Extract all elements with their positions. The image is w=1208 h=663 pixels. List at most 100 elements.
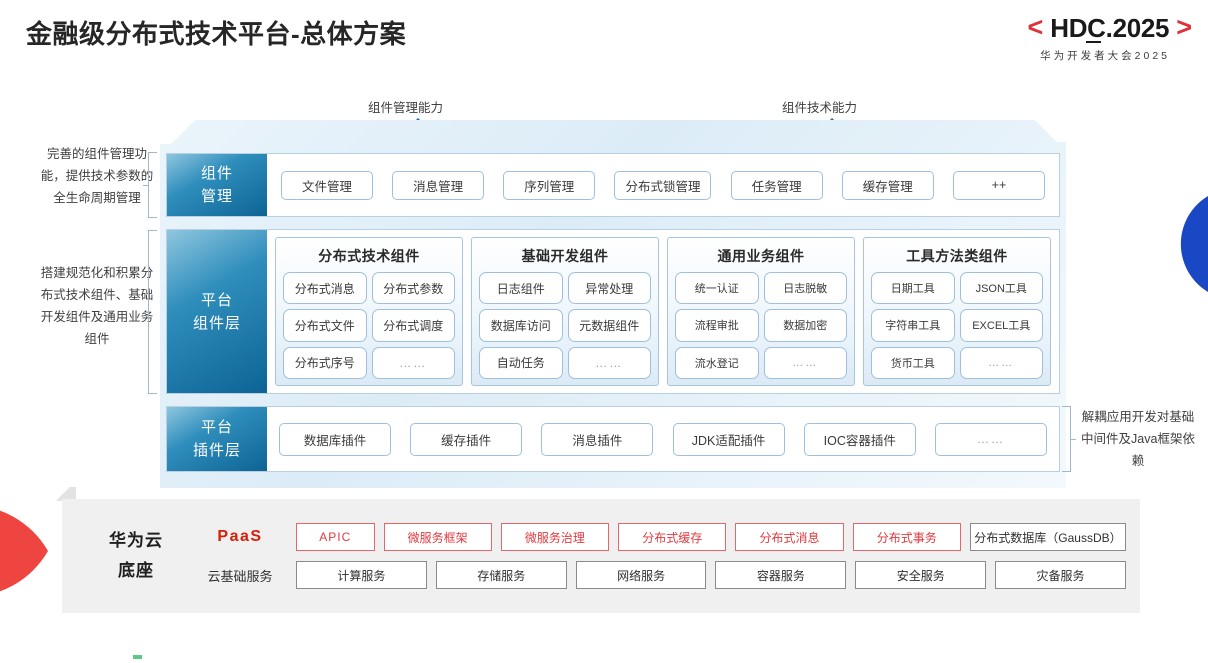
hdc-logo: < HDC.2025 > 华为开发者大会2025	[892, 14, 1192, 63]
layer-label-platform-plugin: 平台 插件层	[167, 407, 267, 471]
group-basic-dev-components: 基础开发组件 日志组件 异常处理 数据库访问 元数据组件 自动任务 ……	[471, 237, 659, 386]
bchip-network-service[interactable]: 网络服务	[575, 561, 707, 589]
chip-message-plugin[interactable]: 消息插件	[541, 422, 654, 456]
page-title: 金融级分布式技术平台-总体方案	[26, 19, 407, 49]
group-grid: 统一认证 日志脱敏 流程审批 数据加密 流水登记 ……	[675, 272, 847, 379]
chip-more-dots[interactable]: ……	[934, 422, 1047, 456]
layer-component-management: 组件 管理 文件管理 消息管理 序列管理 分布式锁管理 任务管理 缓存管理 ++	[166, 153, 1060, 217]
blue-lens-decoration	[1180, 196, 1208, 292]
huawei-cloud-base: 华为云 底座 PaaS APIC 微服务框架 微服务治理 分布式缓存 分布式消息…	[62, 499, 1140, 613]
bchip-disaster-recovery-service[interactable]: 灾备服务	[995, 561, 1126, 589]
base-row-cloud-infra: 云基础服务 计算服务 存储服务 网络服务 容器服务 安全服务 灾备服务	[194, 561, 1126, 589]
chip-cache-plugin[interactable]: 缓存插件	[410, 422, 523, 456]
bchip-container-service[interactable]: 容器服务	[715, 561, 847, 589]
chip-log-masking[interactable]: 日志脱敏	[763, 272, 847, 305]
layer-body-platform-plugin: 数据库插件 缓存插件 消息插件 JDK适配插件 IOC容器插件 ……	[267, 407, 1059, 471]
side-note-left-top: 完善的组件管理功能，提供技术参数的全生命周期管理	[40, 147, 154, 205]
group-title: 通用业务组件	[717, 248, 805, 264]
base-row-label-paas: PaaS	[217, 528, 263, 545]
chip-file-management[interactable]: 文件管理	[281, 170, 373, 200]
chip-date-tool[interactable]: 日期工具	[871, 272, 955, 305]
chip-more-plus[interactable]: ++	[952, 170, 1045, 200]
chip-task-management[interactable]: 任务管理	[730, 170, 823, 200]
chip-more-dots[interactable]: ……	[959, 346, 1043, 379]
bchip-distributed-transaction[interactable]: 分布式事务	[852, 523, 961, 551]
bchip-compute-service[interactable]: 计算服务	[296, 561, 427, 589]
bchip-distributed-message[interactable]: 分布式消息	[735, 523, 844, 551]
logo-close-bracket-icon: >	[1176, 12, 1192, 42]
side-note-right: 解耦应用开发对基础中间件及Java框架依赖	[1081, 410, 1195, 468]
red-wedge-decoration	[0, 510, 48, 592]
bchip-microservice-framework[interactable]: 微服务框架	[383, 523, 492, 551]
chip-more-dots[interactable]: ……	[371, 346, 455, 379]
chip-process-approval[interactable]: 流程审批	[675, 309, 759, 342]
chip-log-component[interactable]: 日志组件	[479, 272, 563, 305]
group-title: 工具方法类组件	[906, 248, 1008, 264]
chip-unified-auth[interactable]: 统一认证	[675, 272, 759, 305]
chip-auto-task[interactable]: 自动任务	[479, 346, 563, 379]
bchip-microservice-governance[interactable]: 微服务治理	[500, 523, 610, 551]
logo-open-bracket-icon: <	[1027, 12, 1044, 42]
logo-subtitle: 华为开发者大会2025	[1040, 50, 1170, 62]
chip-metadata-component[interactable]: 元数据组件	[567, 309, 651, 342]
chip-more-dots[interactable]: ……	[763, 346, 847, 379]
chip-currency-tool[interactable]: 货币工具	[871, 346, 955, 379]
chip-json-tool[interactable]: JSON工具	[959, 272, 1043, 305]
layer-label-component-management: 组件 管理	[167, 154, 267, 216]
arrow-caption-left: 组件管理能力	[368, 101, 444, 115]
base-bevel-corner	[50, 487, 76, 501]
logo-underline-accent	[1086, 40, 1102, 43]
chip-ioc-container-plugin[interactable]: IOC容器插件	[803, 422, 916, 456]
base-row-paas: PaaS APIC 微服务框架 微服务治理 分布式缓存 分布式消息 分布式事务 …	[194, 523, 1127, 551]
chip-distributed-parameter[interactable]: 分布式参数	[371, 272, 455, 305]
layer-label-line1: 组件	[200, 165, 233, 182]
side-note-left-bottom: 搭建规范化和积累分布式技术组件、基础开发组件及通用业务组件	[40, 266, 154, 346]
chip-cache-management[interactable]: 缓存管理	[841, 170, 934, 200]
layer-platform-component: 平台 组件层 分布式技术组件 分布式消息 分布式参数 分布式文件 分布式调度 分…	[166, 229, 1060, 394]
layer-label-line2: 插件层	[192, 442, 241, 459]
base-title-line1: 华为云	[109, 531, 163, 550]
layer-label-line2: 管理	[200, 188, 233, 205]
base-title-line2: 底座	[118, 561, 154, 580]
chip-distributed-lock-management[interactable]: 分布式锁管理	[614, 170, 712, 200]
layer-body-platform-component: 分布式技术组件 分布式消息 分布式参数 分布式文件 分布式调度 分布式序号 ………	[267, 230, 1059, 393]
chip-database-access[interactable]: 数据库访问	[479, 309, 563, 342]
bchip-apic[interactable]: APIC	[296, 523, 375, 551]
layer-label-platform-component: 平台 组件层	[167, 230, 267, 393]
group-title: 基础开发组件	[521, 248, 609, 264]
chip-data-encryption[interactable]: 数据加密	[763, 309, 847, 342]
layer-body-component-management: 文件管理 消息管理 序列管理 分布式锁管理 任务管理 缓存管理 ++	[267, 154, 1059, 216]
chip-distributed-message[interactable]: 分布式消息	[283, 272, 367, 305]
group-grid: 日期工具 JSON工具 字符串工具 EXCEL工具 货币工具 ……	[871, 272, 1043, 379]
chip-sequence-management[interactable]: 序列管理	[503, 170, 596, 200]
group-distributed-tech-components: 分布式技术组件 分布式消息 分布式参数 分布式文件 分布式调度 分布式序号 ……	[275, 237, 463, 386]
arrow-caption-right: 组件技术能力	[782, 101, 858, 115]
chip-more-dots[interactable]: ……	[567, 346, 651, 379]
chip-message-management[interactable]: 消息管理	[392, 170, 485, 200]
brace-left-bottom	[143, 230, 157, 394]
layer-label-line1: 平台	[200, 419, 233, 436]
chip-excel-tool[interactable]: EXCEL工具	[959, 309, 1043, 342]
layer-label-line2: 组件层	[192, 314, 241, 332]
chip-transaction-record[interactable]: 流水登记	[675, 346, 759, 379]
chip-exception-handling[interactable]: 异常处理	[567, 272, 651, 305]
chip-jdk-adapter-plugin[interactable]: JDK适配插件	[672, 422, 785, 456]
chip-string-tool[interactable]: 字符串工具	[871, 309, 955, 342]
group-grid: 分布式消息 分布式参数 分布式文件 分布式调度 分布式序号 ……	[283, 272, 455, 379]
bchip-distributed-cache[interactable]: 分布式缓存	[618, 523, 727, 551]
bchip-distributed-database-gaussdb[interactable]: 分布式数据库（GaussDB）	[969, 523, 1127, 551]
chip-distributed-file[interactable]: 分布式文件	[283, 309, 367, 342]
layer-label-line1: 平台	[200, 291, 233, 309]
bchip-security-service[interactable]: 安全服务	[855, 561, 987, 589]
logo-text: HDC.2025	[1050, 15, 1170, 43]
group-grid: 日志组件 异常处理 数据库访问 元数据组件 自动任务 ……	[479, 272, 651, 379]
base-title: 华为云 底座	[86, 526, 186, 586]
chip-distributed-schedule[interactable]: 分布式调度	[371, 309, 455, 342]
layer-platform-plugin: 平台 插件层 数据库插件 缓存插件 消息插件 JDK适配插件 IOC容器插件 ……	[166, 406, 1060, 472]
bchip-storage-service[interactable]: 存储服务	[435, 561, 567, 589]
chip-database-plugin[interactable]: 数据库插件	[279, 422, 391, 456]
base-row-label-cloud: 云基础服务	[207, 568, 273, 584]
chip-distributed-sequence[interactable]: 分布式序号	[283, 346, 367, 379]
brace-right	[1062, 406, 1076, 472]
